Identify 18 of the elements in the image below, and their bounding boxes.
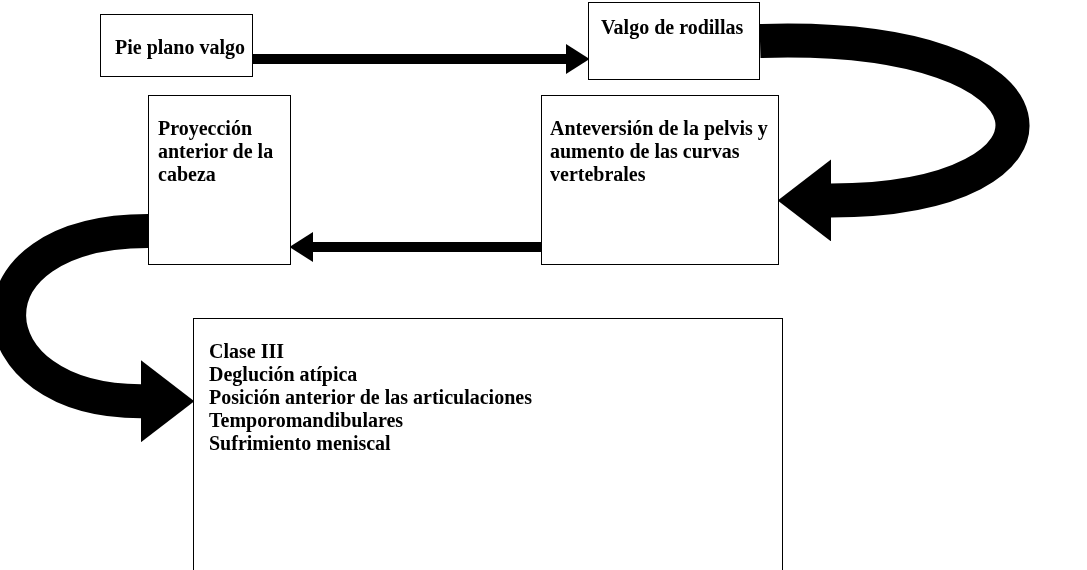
text-box: [588, 2, 760, 80]
box-text: Anteversión de la pelvis y aumento de las curvas vertebrales: [550, 117, 769, 186]
text-box: [193, 318, 783, 570]
arrow: [289, 232, 541, 262]
arrow: [759, 24, 1029, 242]
box-text: Pie plano valgo: [115, 36, 245, 59]
box-text: Clase III: [209, 340, 284, 363]
text-box: [541, 95, 779, 265]
text-box: [148, 95, 291, 265]
box-text: Posición anterior de las articulaciones: [209, 386, 532, 409]
box-text: Temporomandibulares: [209, 409, 404, 432]
box-text: Valgo de rodillas: [601, 16, 744, 39]
box-text: Sufrimiento meniscal: [209, 432, 391, 455]
arrow: [253, 44, 590, 74]
text-box: [100, 14, 253, 77]
arrow: [0, 214, 195, 443]
box-text: Proyección anterior de la cabeza: [158, 117, 275, 186]
box-text: Deglución atípica: [209, 363, 358, 386]
